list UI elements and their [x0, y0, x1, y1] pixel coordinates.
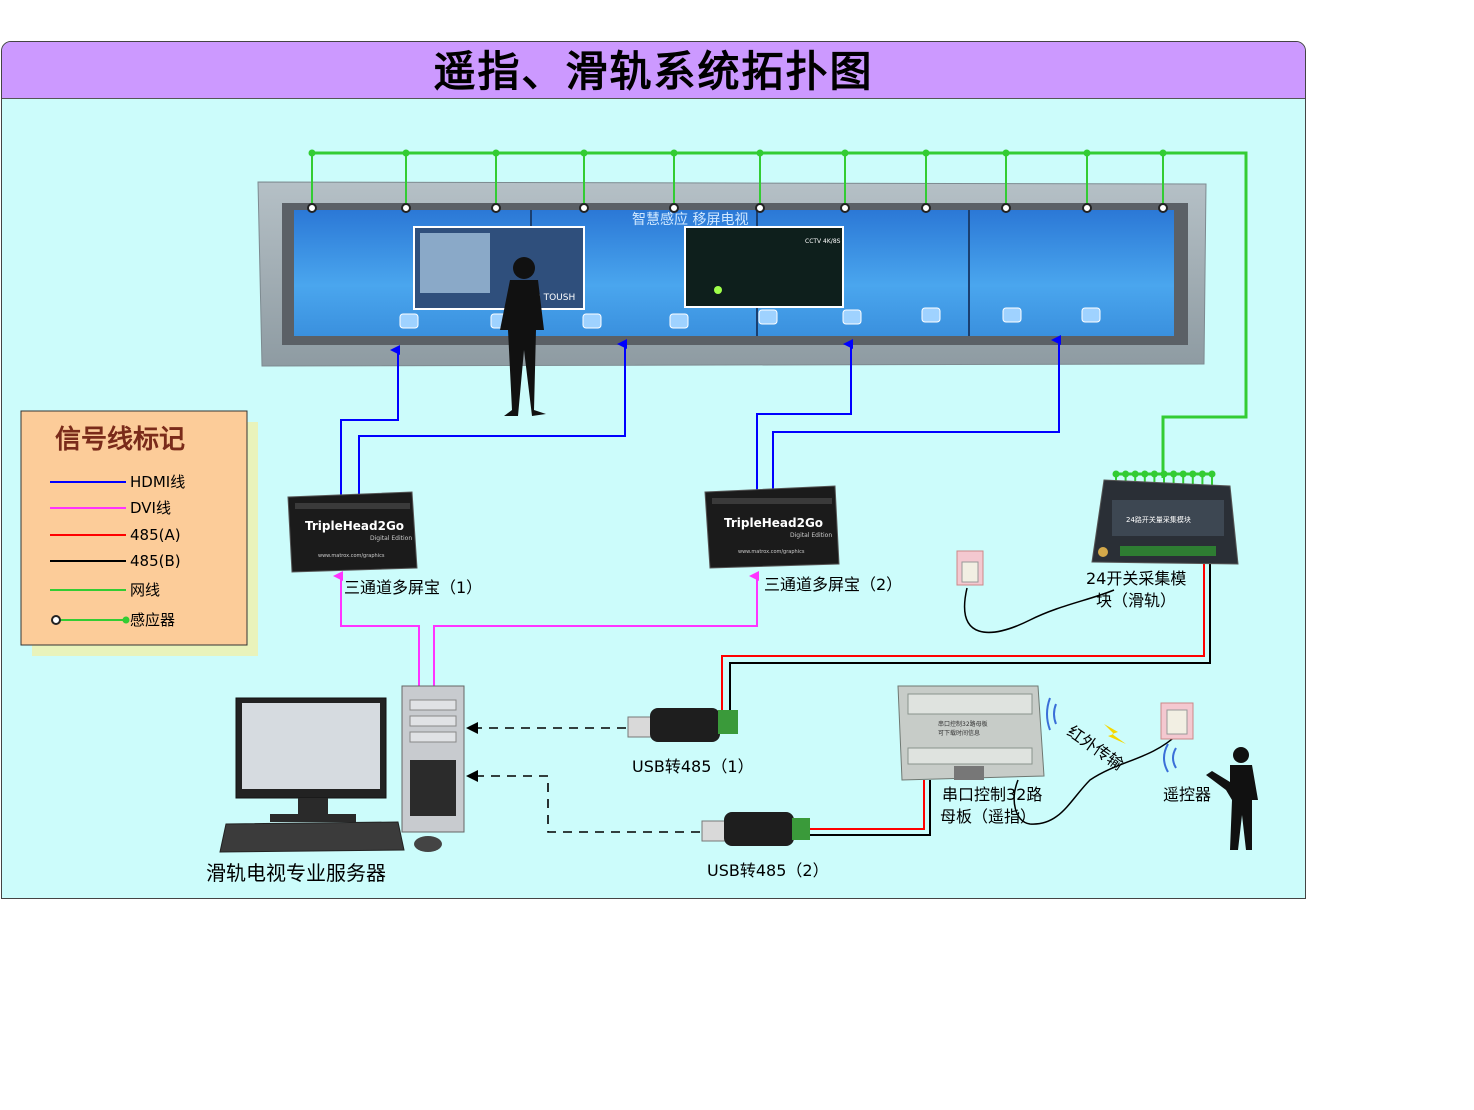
receiver-cables	[963, 587, 1179, 825]
server-label: 滑轨电视专业服务器	[206, 861, 386, 885]
svg-text:www.matrox.com/graphics: www.matrox.com/graphics	[318, 553, 385, 559]
sensor-3	[491, 203, 501, 213]
network-node	[670, 149, 678, 157]
collector-input-node	[1170, 470, 1178, 478]
legend-item-label: HDMI线	[130, 473, 185, 491]
ir-label: 红外传输	[1064, 722, 1127, 774]
hdmi-lines	[340, 335, 1061, 495]
collector-input-node	[1179, 470, 1187, 478]
rs485-lines	[721, 562, 1211, 836]
sensor-8	[921, 203, 931, 213]
legend-item-label: 485(B)	[130, 552, 181, 570]
network-node	[922, 149, 930, 157]
collector-input-node	[1122, 470, 1130, 478]
title-bar: 遥指、滑轨系统拓扑图	[2, 42, 1305, 99]
collector-input-node	[1150, 470, 1158, 478]
network-node	[1083, 149, 1091, 157]
svg-text:串口控制32路母板: 串口控制32路母板	[938, 720, 988, 728]
svg-text:www.matrox.com/graphics: www.matrox.com/graphics	[738, 549, 805, 555]
remote-label: 遥控器	[1163, 785, 1211, 804]
network-trunk-line	[312, 151, 1248, 478]
dvi-lines	[333, 571, 759, 686]
svg-text:Digital Edition: Digital Edition	[790, 532, 832, 539]
person-silhouette	[500, 257, 546, 416]
legend-item-label: DVI线	[130, 499, 171, 517]
ir-waves-icon	[1046, 697, 1177, 773]
sensor-10	[1082, 203, 1092, 213]
screen-app-icons	[399, 307, 1101, 329]
legend-title: 信号线标记	[55, 425, 185, 455]
mouse-icon	[414, 836, 442, 852]
collector-label-line2: 块（滑轨）	[1096, 591, 1176, 610]
svg-text:TripleHead2Go: TripleHead2Go	[724, 516, 823, 530]
sensor-5	[669, 203, 679, 213]
svg-text:TripleHead2Go: TripleHead2Go	[305, 519, 404, 533]
collector-input-node	[1198, 470, 1206, 478]
network-lines	[307, 149, 1248, 490]
sensor-4	[579, 203, 589, 213]
sensor-2	[401, 203, 411, 213]
usb-2-label: USB转485（2）	[707, 861, 829, 880]
board-label-line2: 母板（遥指）	[940, 807, 1036, 826]
usb-arrowheads	[466, 722, 478, 782]
ir-receiver-1	[956, 550, 984, 586]
legend-sensor-icon	[51, 615, 61, 625]
usb-adapter-2	[701, 812, 810, 846]
sensor-9	[1001, 203, 1011, 213]
network-node	[756, 149, 764, 157]
collector-device: 24路开关量采集模块	[1091, 479, 1239, 565]
network-node	[841, 149, 849, 157]
server-keyboard	[219, 821, 405, 853]
collector-label-line1: 24开关采集模	[1086, 569, 1186, 588]
legend-node-icon	[122, 616, 130, 624]
collector-input-node	[1112, 470, 1120, 478]
svg-text:CCTV 4K/8S: CCTV 4K/8S	[805, 238, 841, 245]
collector-input-node	[1189, 470, 1197, 478]
splitter-1-device: TripleHead2Go Digital Edition www.matrox…	[287, 491, 418, 573]
lightning-icon	[1104, 724, 1126, 744]
usb-dashed-lines	[474, 727, 700, 833]
usb-1-label: USB转485（1）	[632, 757, 754, 776]
network-node	[402, 149, 410, 157]
network-node	[580, 149, 588, 157]
legend-item-label: 485(A)	[130, 526, 181, 544]
video-window-2	[684, 226, 844, 308]
collector-input-node	[1160, 470, 1168, 478]
collector-input-node	[1208, 470, 1216, 478]
network-node	[492, 149, 500, 157]
splitter-2-label: 三通道多屏宝（2）	[764, 575, 902, 594]
sensor-1	[307, 203, 317, 213]
server-monitor	[235, 697, 387, 822]
legend-item-label: 网线	[130, 581, 160, 599]
usb-adapter-1	[627, 708, 738, 742]
network-node	[308, 149, 316, 157]
svg-text:3 TOUSH: 3 TOUSH	[535, 293, 575, 303]
video-wall: 智慧感应 移屏电视 3 TOUSH CCTV 4K/8S	[257, 181, 1207, 367]
network-node	[1159, 149, 1167, 157]
ir-receiver-2	[1160, 702, 1194, 740]
svg-text:Digital Edition: Digital Edition	[370, 535, 412, 542]
server-tower	[401, 685, 465, 833]
svg-text:24路开关量采集模块: 24路开关量采集模块	[1126, 515, 1191, 524]
legend-item-label: 感应器	[130, 611, 175, 629]
collector-input-node	[1131, 470, 1139, 478]
sensor-6	[755, 203, 765, 213]
splitter-1-label: 三通道多屏宝（1）	[344, 578, 482, 597]
sensor-11	[1158, 203, 1168, 213]
splitter-2-device: TripleHead2Go Digital Edition www.matrox…	[704, 485, 840, 569]
diagram-title: 遥指、滑轨系统拓扑图	[433, 47, 874, 96]
collector-input-node	[1141, 470, 1149, 478]
screen-banner: 智慧感应 移屏电视	[632, 211, 748, 228]
board-label-line1: 串口控制32路	[942, 785, 1042, 804]
sensor-7	[840, 203, 850, 213]
network-node	[1002, 149, 1010, 157]
serial-board-device: 串口控制32路母板 可下载时间信息	[897, 685, 1045, 781]
svg-text:可下载时间信息: 可下载时间信息	[938, 729, 980, 737]
remote-user-silhouette	[1206, 747, 1258, 850]
